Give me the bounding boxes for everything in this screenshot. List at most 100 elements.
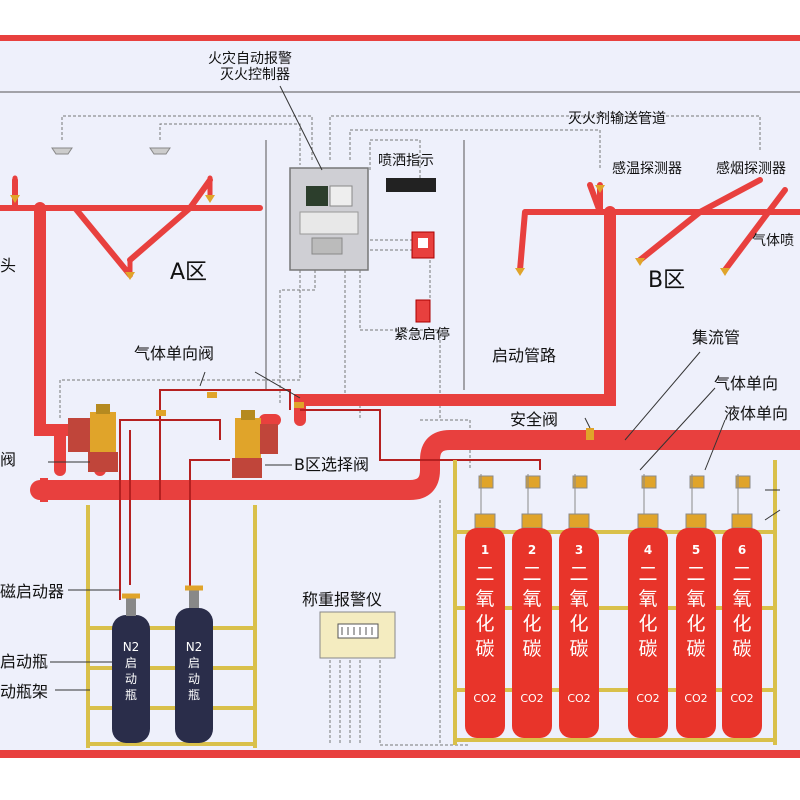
cylinder-valve-icon [685,474,707,529]
gas-check-right-label: 气体单向 [714,374,779,393]
signal-lines [59,115,761,746]
check-valve-icon [294,402,304,408]
zone-a-label: A区 [170,260,208,285]
detector-icon [51,147,73,155]
cylinder-co2-label: CO2 [636,692,660,705]
cylinder-label-char: 氧 [732,588,752,610]
n2-bottles [112,585,213,743]
cylinder-label-char: 化 [638,613,658,635]
detector-icon [149,147,171,155]
cylinder-valve-icon [568,474,590,529]
cylinder-label-char: 氧 [522,588,542,610]
cylinder-label-char: 化 [475,613,495,635]
cylinder-valve-icon [731,474,753,529]
start-bottle-label: 启动瓶 [0,652,49,671]
co2-cylinder [722,528,762,738]
heat-detector-label: 感温探测器 [612,161,682,177]
emergency-stop-button [415,299,431,323]
cylinder-label-char: 氧 [638,588,658,610]
cylinder-label-char: 二 [569,563,589,585]
co2-cylinders [465,528,762,738]
cylinder-label-char: 化 [569,613,589,635]
bottle-rack-label: 动瓶架 [0,682,49,701]
cylinder-valve-icon [521,474,543,529]
valve-left-label: 阀 [0,450,17,469]
check-valve-icon [207,392,217,398]
safety-valve-label: 安全阀 [510,410,559,429]
safety-valve-icon [586,428,594,440]
cylinder-co2-label: CO2 [473,692,497,705]
n2-bottle-label-char: 启 [124,656,137,670]
co2-cylinder [559,528,599,738]
co2-cylinder [628,528,668,738]
controller-pointer [279,85,323,171]
cylinder-label-char: 二 [732,563,752,585]
cylinder-label-char: 碳 [475,638,495,660]
n2-bottle-label-char: N2 [185,640,203,654]
magnet-starter-label: 磁启动器 [0,582,65,601]
selector-valve-a [68,404,118,472]
n2-bottle-label-char: 瓶 [124,688,137,702]
cylinder-number: 6 [737,543,747,557]
gas-right-label: 气体喷 [752,233,794,249]
weigh-alarm-label: 称重报警仪 [302,590,383,609]
cylinder-number: 1 [480,543,490,557]
cylinder-co2-label: CO2 [520,692,544,705]
start-lines [119,389,541,600]
n2-rack [86,505,257,748]
cylinder-label-char: 碳 [732,638,752,660]
cylinder-number: 2 [527,543,537,557]
cylinder-label-char: 二 [522,563,542,585]
cylinder-label-char: 二 [638,563,658,585]
liquid-check-right-label: 液体单向 [724,404,789,423]
n2-bottle-label-char: 动 [124,672,137,686]
cylinder-label-char: 化 [522,613,542,635]
cylinder-label-char: 化 [686,613,706,635]
cylinder-number: 5 [691,543,701,557]
cylinder-number: 3 [574,543,584,557]
cylinder-number: 4 [643,543,653,557]
spray-indicator-lamp [386,178,436,192]
selector-valve-b [232,410,278,478]
spray-indicator-label: 喷洒指示 [378,153,434,169]
emergency-stop-label: 紧急启停 [394,327,450,343]
controller-label-1: 火灾自动报警 [208,51,292,67]
cylinder-label-char: 氧 [686,588,706,610]
co2-cylinder [676,528,716,738]
smoke-detector-label: 感烟探测器 [716,161,786,177]
cylinder-label-char: 氧 [569,588,589,610]
cylinder-label-char: 碳 [522,638,542,660]
cylinder-label-char: 碳 [686,638,706,660]
co2-cylinder [512,528,552,738]
cylinder-label-char: 氧 [475,588,495,610]
zone-b-label: B区 [648,268,686,293]
start-line-label: 启动管路 [492,346,557,365]
nozzles [10,185,730,280]
check-valve-gas-label: 气体单向阀 [134,344,215,363]
cylinder-label-char: 二 [475,563,495,585]
cylinder-label-char: 二 [686,563,706,585]
cylinder-co2-label: CO2 [567,692,591,705]
leader-lines [48,351,781,691]
co2-rack [453,460,777,745]
n2-bottle-label-char: 动 [187,672,200,686]
b-select-valve-label: B区选择阀 [294,455,369,474]
n2-bottle-label-char: 瓶 [187,688,200,702]
cylinder-co2-label: CO2 [684,692,708,705]
weigh-alarm-device [319,611,396,659]
n2-bottle-label-char: 启 [187,656,200,670]
cylinder-label-char: 碳 [569,638,589,660]
co2-cylinder [465,528,505,738]
manifold-label: 集流管 [692,328,741,347]
cylinder-label-char: 碳 [638,638,658,660]
ceiling-detectors [51,147,171,155]
controller-label-2: 灭火控制器 [220,67,290,83]
agent-pipe-label: 灭火剂输送管道 [568,111,666,127]
alarm-controller [289,167,369,271]
cylinder-co2-label: CO2 [730,692,754,705]
nozzle-left-label: 头 [0,256,17,275]
cylinder-valves [474,474,753,529]
n2-bottle-label-char: N2 [122,640,140,654]
